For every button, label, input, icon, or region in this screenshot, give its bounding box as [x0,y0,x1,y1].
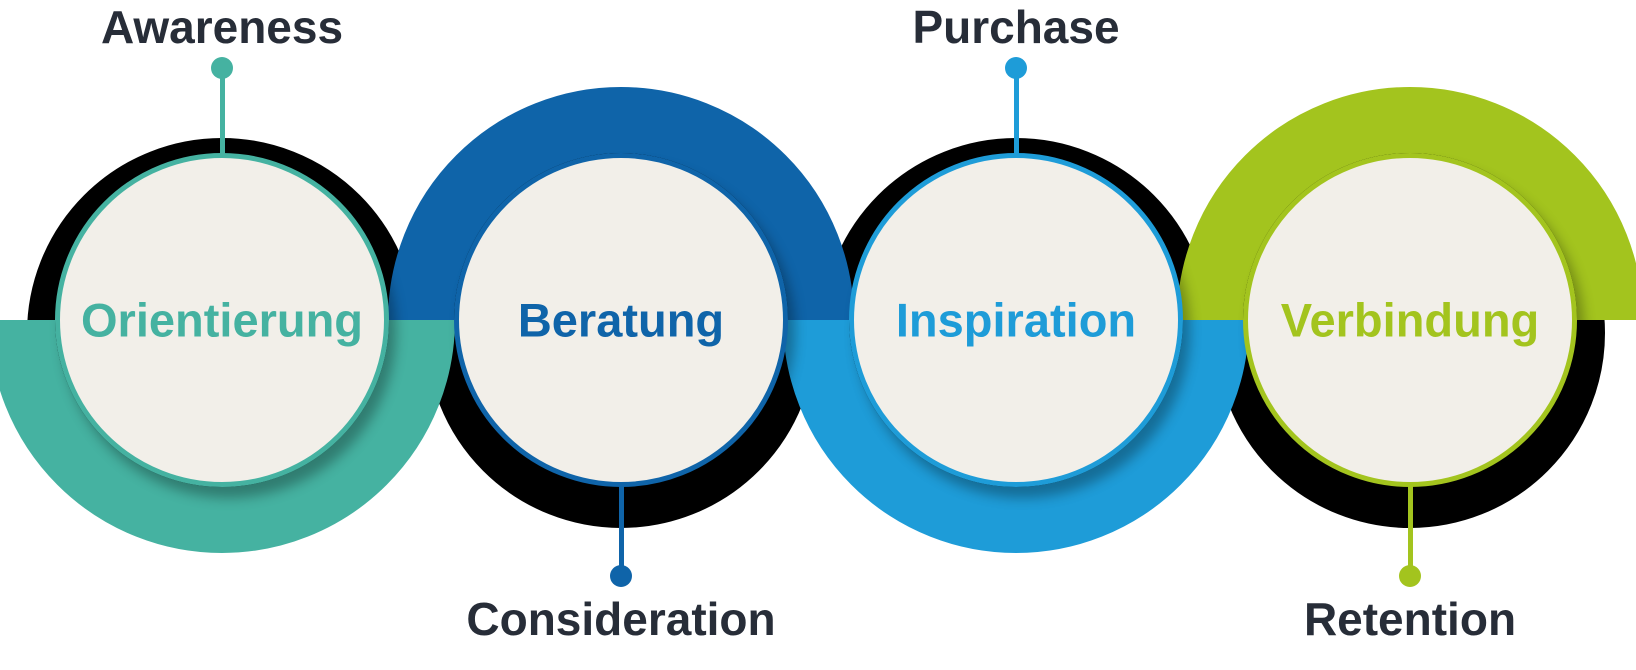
phase-label: Retention [1303,593,1517,645]
stage-circle [454,153,788,487]
connector-dot-icon [1399,565,1421,587]
stage-circle [1243,153,1577,487]
connector-line [220,68,225,156]
connector-line [1408,484,1413,576]
connector-dot-icon [211,57,233,79]
connector-dot-icon [610,565,632,587]
stage-title: Beratung [517,293,725,347]
phase-label: Awareness [100,1,344,53]
stage-title: Orientierung [80,293,364,347]
connector-line [619,484,624,576]
stage-circle [849,153,1183,487]
connector-dot-icon [1005,57,1027,79]
phase-label: Purchase [912,1,1120,53]
connector-line [1014,68,1019,156]
stage-title: Inspiration [895,293,1137,347]
stage-title: Verbindung [1280,293,1540,347]
stage-circle [55,153,389,487]
phase-label: Consideration [466,593,776,645]
